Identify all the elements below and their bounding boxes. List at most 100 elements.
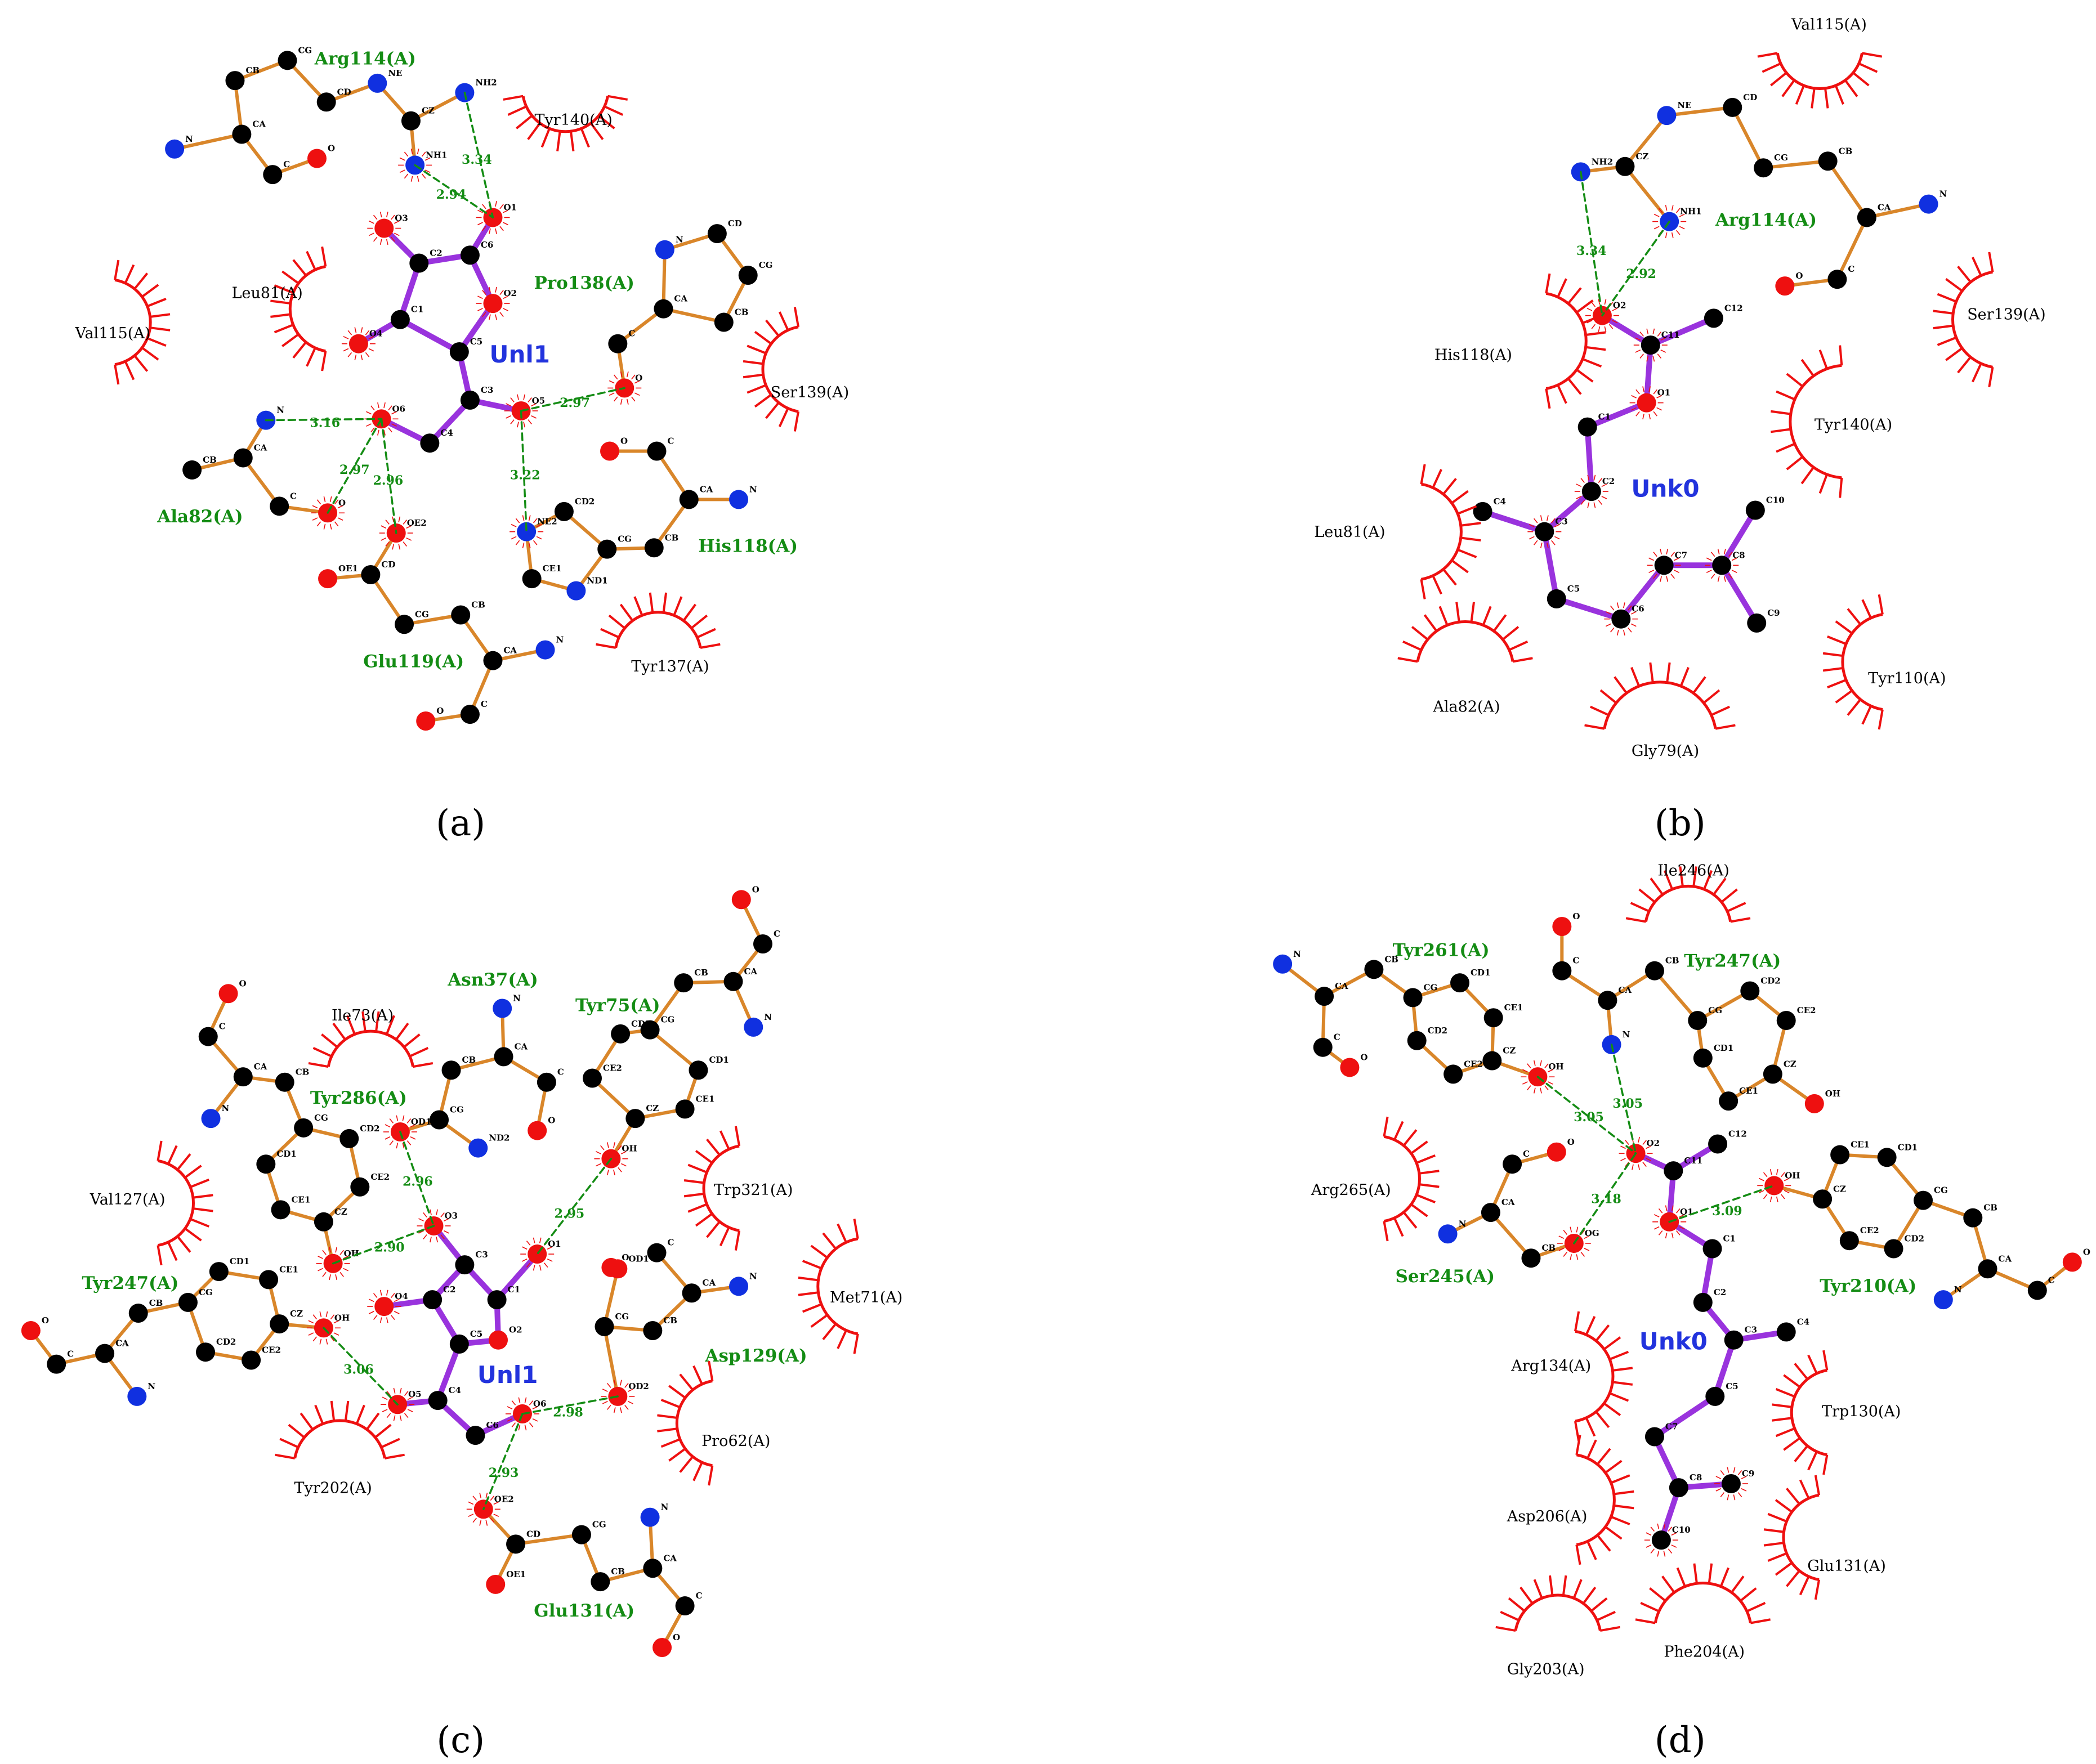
atom-label: ND2 xyxy=(489,1133,510,1143)
atom-c xyxy=(182,460,202,480)
atom-label: CZ xyxy=(422,106,435,116)
atom-o xyxy=(416,711,436,731)
atom-label: N xyxy=(749,1271,757,1281)
atom-c xyxy=(409,253,429,273)
atom-o xyxy=(600,441,620,461)
hydrophobic-arc xyxy=(521,96,609,133)
atom-label: O xyxy=(338,498,346,508)
hbond-distance-label: 3.22 xyxy=(510,468,540,483)
panel-label-c: (c) xyxy=(436,1720,485,1761)
atom-label: N xyxy=(1459,1219,1467,1229)
hbond-distance-label: 2.90 xyxy=(374,1240,405,1255)
bond xyxy=(652,498,691,550)
atom-c xyxy=(275,1072,294,1092)
atom-label: CZ xyxy=(290,1309,303,1319)
bond xyxy=(602,1324,620,1398)
hydrophobic-residue-label: His118(A) xyxy=(1434,346,1512,364)
atom-label: CB xyxy=(1839,146,1853,156)
atom-label: O xyxy=(2083,1247,2090,1257)
atom-o xyxy=(1637,393,1656,413)
bond xyxy=(1584,400,1650,430)
atom-label: CG xyxy=(415,609,429,619)
hbond-distance-label: 3.16 xyxy=(310,416,340,431)
atom-c xyxy=(1693,1048,1713,1068)
hydrogen-bond xyxy=(380,418,397,534)
atom-label: C3 xyxy=(475,1250,488,1260)
hbond-distance-label: 2.92 xyxy=(1626,267,1656,281)
atom-label: O4 xyxy=(395,1291,408,1301)
atom-c xyxy=(714,312,734,332)
hydrophobic-residue-label: Pro62(A) xyxy=(701,1432,770,1450)
atom-label: OE1 xyxy=(506,1569,526,1579)
atom-c xyxy=(643,1559,663,1578)
atom-c xyxy=(483,651,503,670)
atom-label: CD xyxy=(381,559,395,570)
atom-c xyxy=(1482,1051,1502,1071)
hydrophobic-residue-label: Met71(A) xyxy=(830,1289,902,1306)
atom-label: C1 xyxy=(508,1284,520,1295)
hydrophobic-contact: Ser139(A) xyxy=(743,307,849,432)
atom-c xyxy=(271,1200,291,1220)
atom-c xyxy=(460,245,480,265)
atom-label: O xyxy=(548,1116,555,1126)
bond xyxy=(1865,202,1930,220)
atom-label: C4 xyxy=(440,428,453,438)
atom-label: NE2 xyxy=(537,517,557,527)
hydrophobic-contact: Leu81(A) xyxy=(1314,464,1481,599)
bond xyxy=(1731,105,1766,170)
hydrogen-bond xyxy=(327,418,383,514)
atom-c xyxy=(675,1596,695,1616)
atom-c xyxy=(316,92,336,112)
atom-c xyxy=(689,1060,708,1080)
atom-label: O xyxy=(239,978,247,988)
atom-c xyxy=(1407,1031,1427,1050)
atom-label: CG xyxy=(450,1105,464,1115)
atom-c xyxy=(1708,1134,1728,1154)
hydrogen-bond xyxy=(1668,1184,1775,1223)
atom-c xyxy=(643,1321,663,1341)
hbond-distance-label: 3.34 xyxy=(1576,244,1607,258)
bond xyxy=(435,1341,462,1404)
hydrogen-bond xyxy=(1610,1044,1637,1154)
atom-c xyxy=(95,1344,115,1363)
atom-label: CB xyxy=(245,65,260,75)
atom-label: N xyxy=(222,1103,230,1113)
atom-c xyxy=(647,1243,667,1262)
atom-label: O xyxy=(635,373,642,383)
hydrophobic-residue-label: Ile73(A) xyxy=(332,1007,394,1024)
hydrophobic-arc xyxy=(614,611,702,648)
atom-c xyxy=(256,1154,276,1174)
atom-label: NE xyxy=(388,68,402,78)
atom-label: CE1 xyxy=(696,1094,715,1104)
hbond-distance-label: 2.98 xyxy=(553,1405,583,1420)
atom-c xyxy=(420,433,440,453)
atom-label: CE1 xyxy=(1739,1086,1758,1096)
panel-label-b: (b) xyxy=(1655,803,1706,844)
atom-label: N xyxy=(513,993,521,1004)
residue-label-glu131: Glu131(A) xyxy=(534,1601,634,1621)
atom-label: C2 xyxy=(443,1284,455,1295)
atom-n xyxy=(729,490,749,509)
hydrophobic-arc xyxy=(157,1159,195,1247)
atom-n xyxy=(1933,1290,1953,1310)
atom-label: CE2 xyxy=(370,1172,390,1182)
atom-label: CD1 xyxy=(1898,1142,1918,1152)
atom-c xyxy=(1315,987,1334,1006)
atom-c xyxy=(1724,1330,1744,1350)
atom-c xyxy=(1535,522,1554,541)
ligand-label: Unk0 xyxy=(1639,1327,1708,1355)
atom-label: CE2 xyxy=(262,1345,281,1355)
atom-c xyxy=(232,124,252,144)
atom-c xyxy=(401,111,421,131)
atom-n xyxy=(517,522,537,541)
atom-label: C xyxy=(481,699,488,709)
atom-label: OE1 xyxy=(338,563,358,574)
atom-label: CB xyxy=(735,307,749,317)
atom-label: O xyxy=(673,1632,680,1642)
hydrogen-bond xyxy=(332,1225,435,1265)
hydrophobic-residue-label: Ser139(A) xyxy=(771,384,849,401)
atom-label: C xyxy=(283,159,290,169)
